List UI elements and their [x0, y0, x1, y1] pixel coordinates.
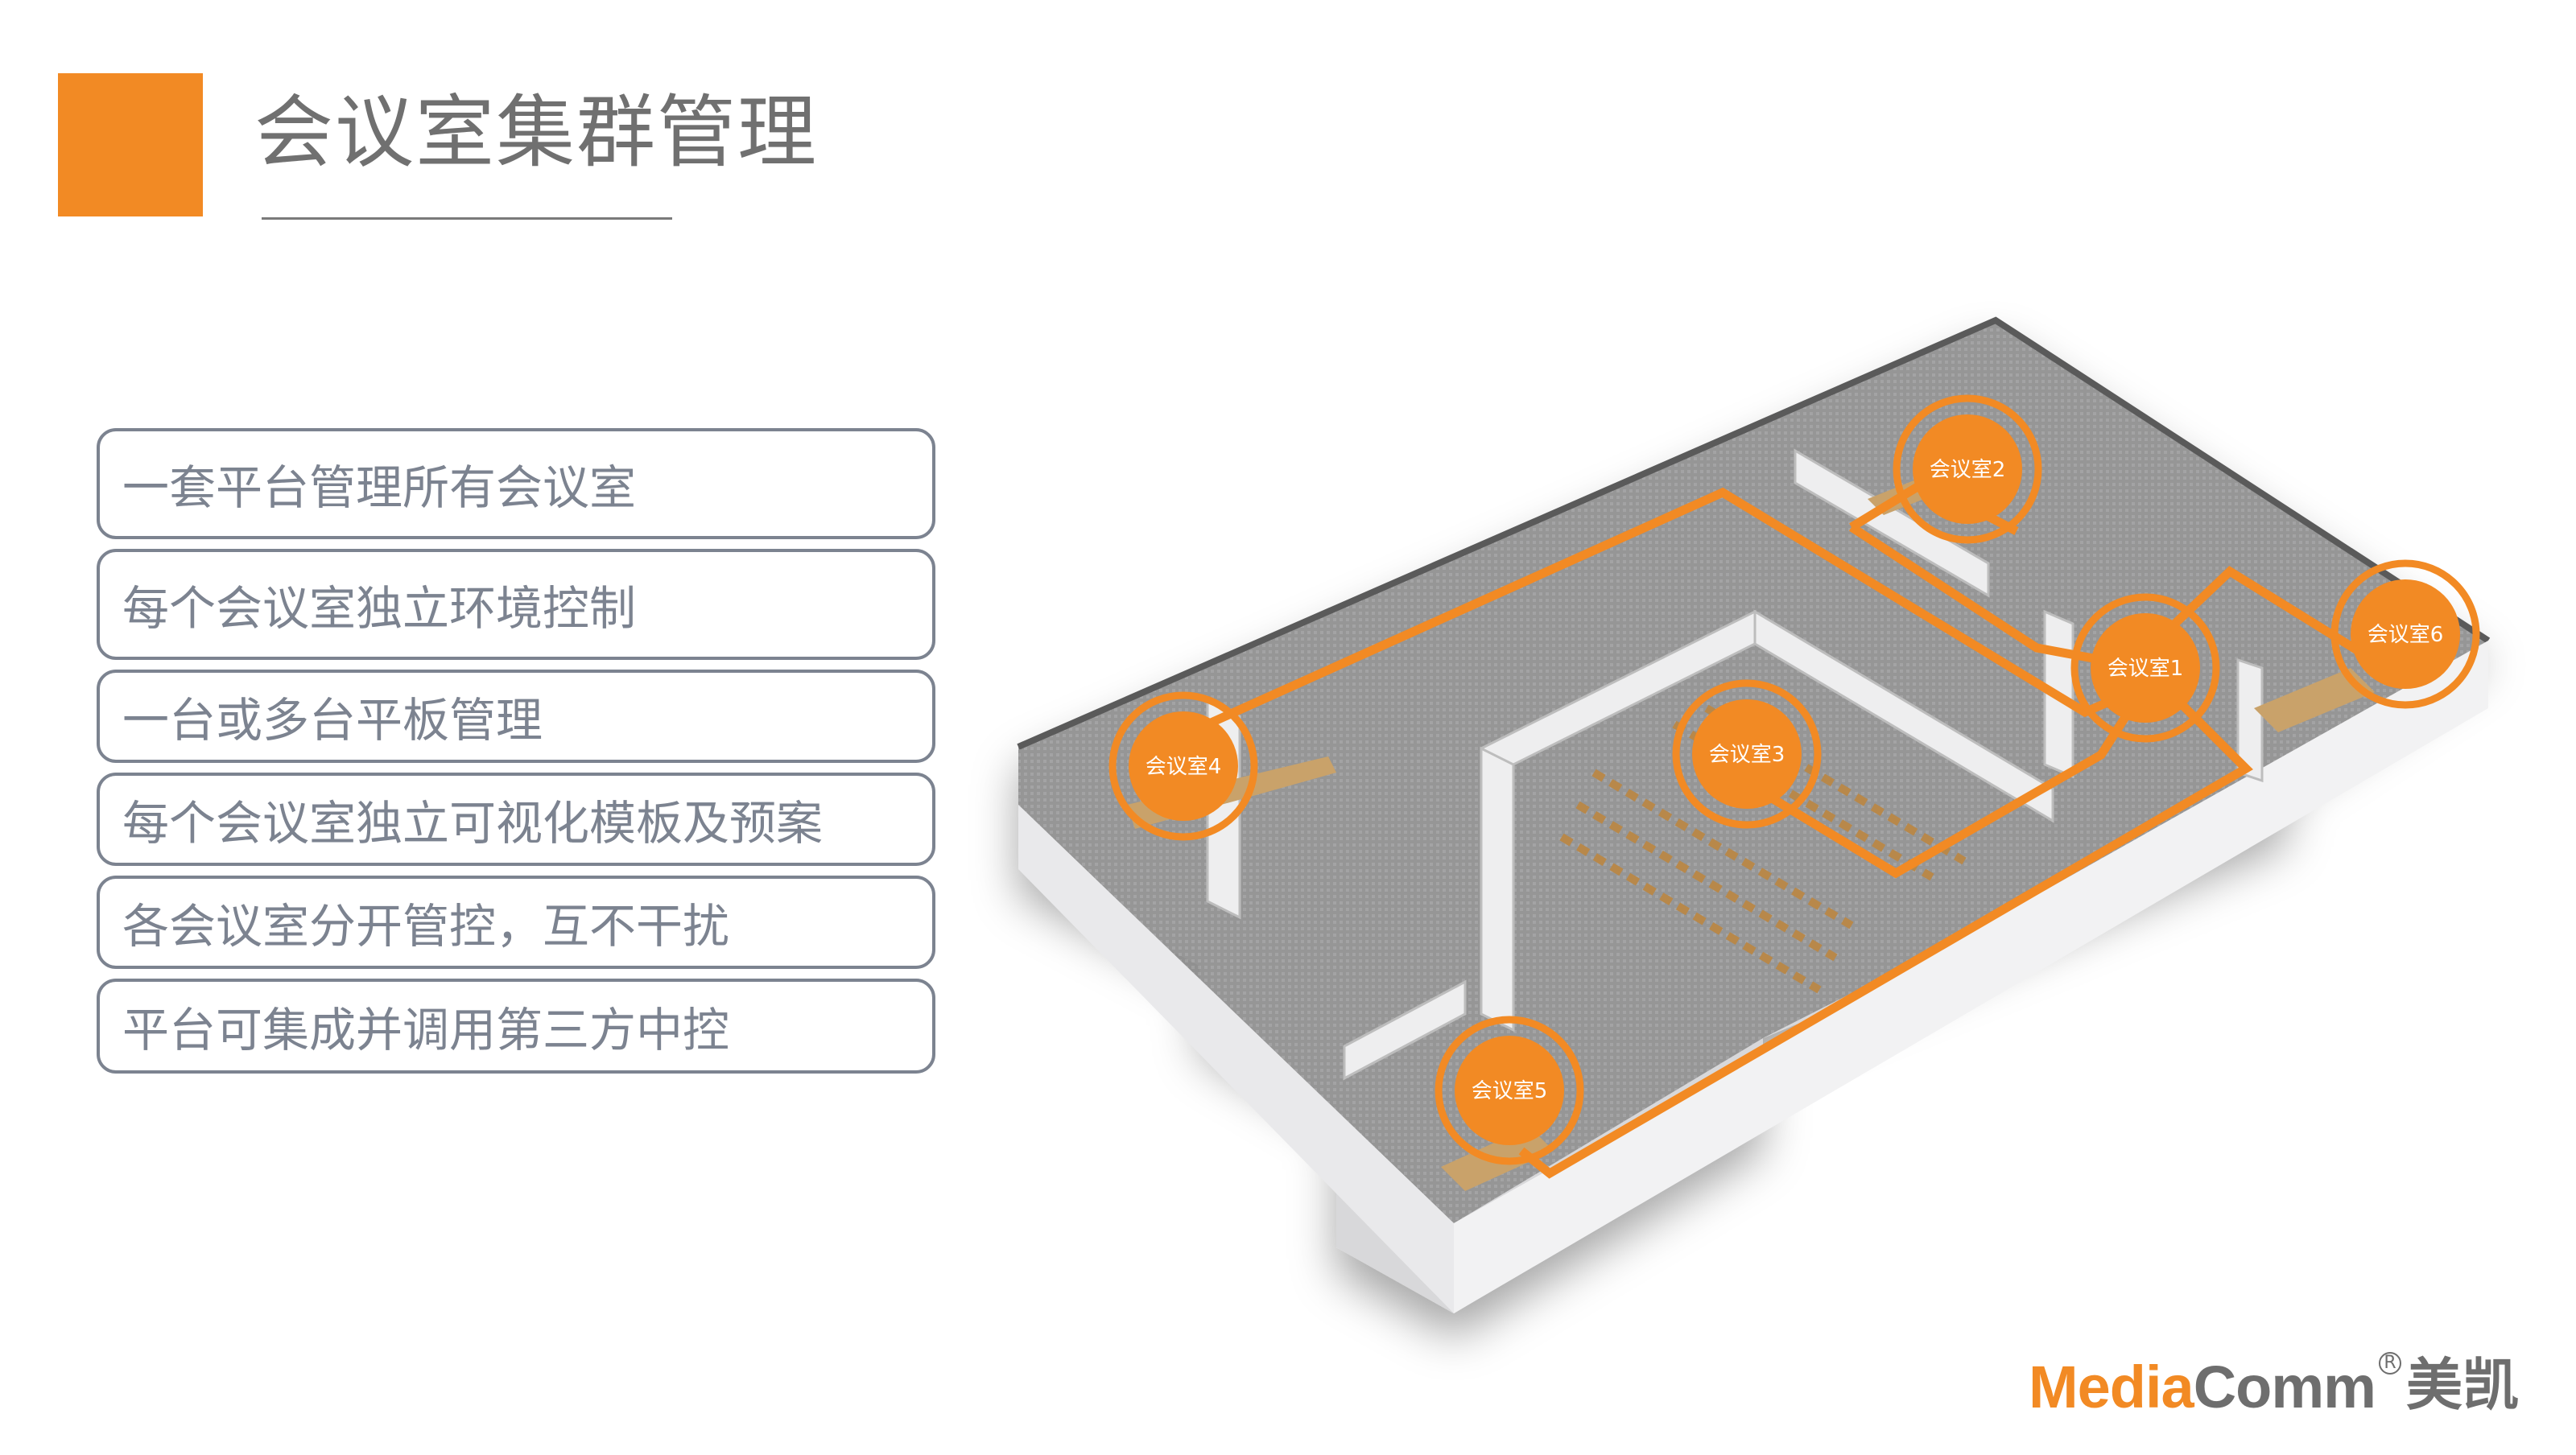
room-badge-2[interactable]: 会议室2	[1893, 394, 2042, 544]
room-label: 会议室1	[2107, 657, 2184, 681]
feature-item: 一套平台管理所有会议室	[97, 428, 935, 539]
room-badge-5[interactable]: 会议室5	[1435, 1016, 1584, 1165]
page-title: 会议室集群管理	[254, 87, 819, 179]
title-underline	[262, 217, 672, 220]
room-label: 会议室4	[1146, 755, 1222, 779]
logo-text-media: Media	[2029, 1354, 2194, 1420]
feature-item: 平台可集成并调用第三方中控	[97, 979, 935, 1074]
registered-trademark-icon: R	[2378, 1352, 2401, 1375]
feature-item: 每个会议室独立环境控制	[97, 549, 935, 660]
room-badge-4[interactable]: 会议室4	[1108, 691, 1258, 841]
feature-item: 各会议室分开管控，互不干扰	[97, 876, 935, 969]
feature-item: 每个会议室独立可视化模板及预案	[97, 773, 935, 866]
room-label: 会议室2	[1930, 458, 2006, 482]
title-accent-block	[58, 73, 203, 216]
room-badge-6[interactable]: 会议室6	[2330, 559, 2480, 709]
feature-item: 一台或多台平板管理	[97, 670, 935, 763]
mediacomm-logo: Media Comm R 美凯	[2029, 1349, 2519, 1421]
feature-list: 一套平台管理所有会议室 每个会议室独立环境控制 一台或多台平板管理 每个会议室独…	[97, 428, 935, 1083]
room-badge-3[interactable]: 会议室3	[1672, 679, 1822, 829]
room-label: 会议室5	[1472, 1079, 1548, 1103]
logo-text-comm: Comm	[2193, 1354, 2376, 1420]
room-label: 会议室3	[1709, 743, 1785, 767]
logo-text-chinese: 美凯	[2405, 1352, 2519, 1418]
room-label: 会议室6	[2368, 623, 2444, 647]
room-badge-1[interactable]: 会议室1	[2070, 593, 2220, 743]
